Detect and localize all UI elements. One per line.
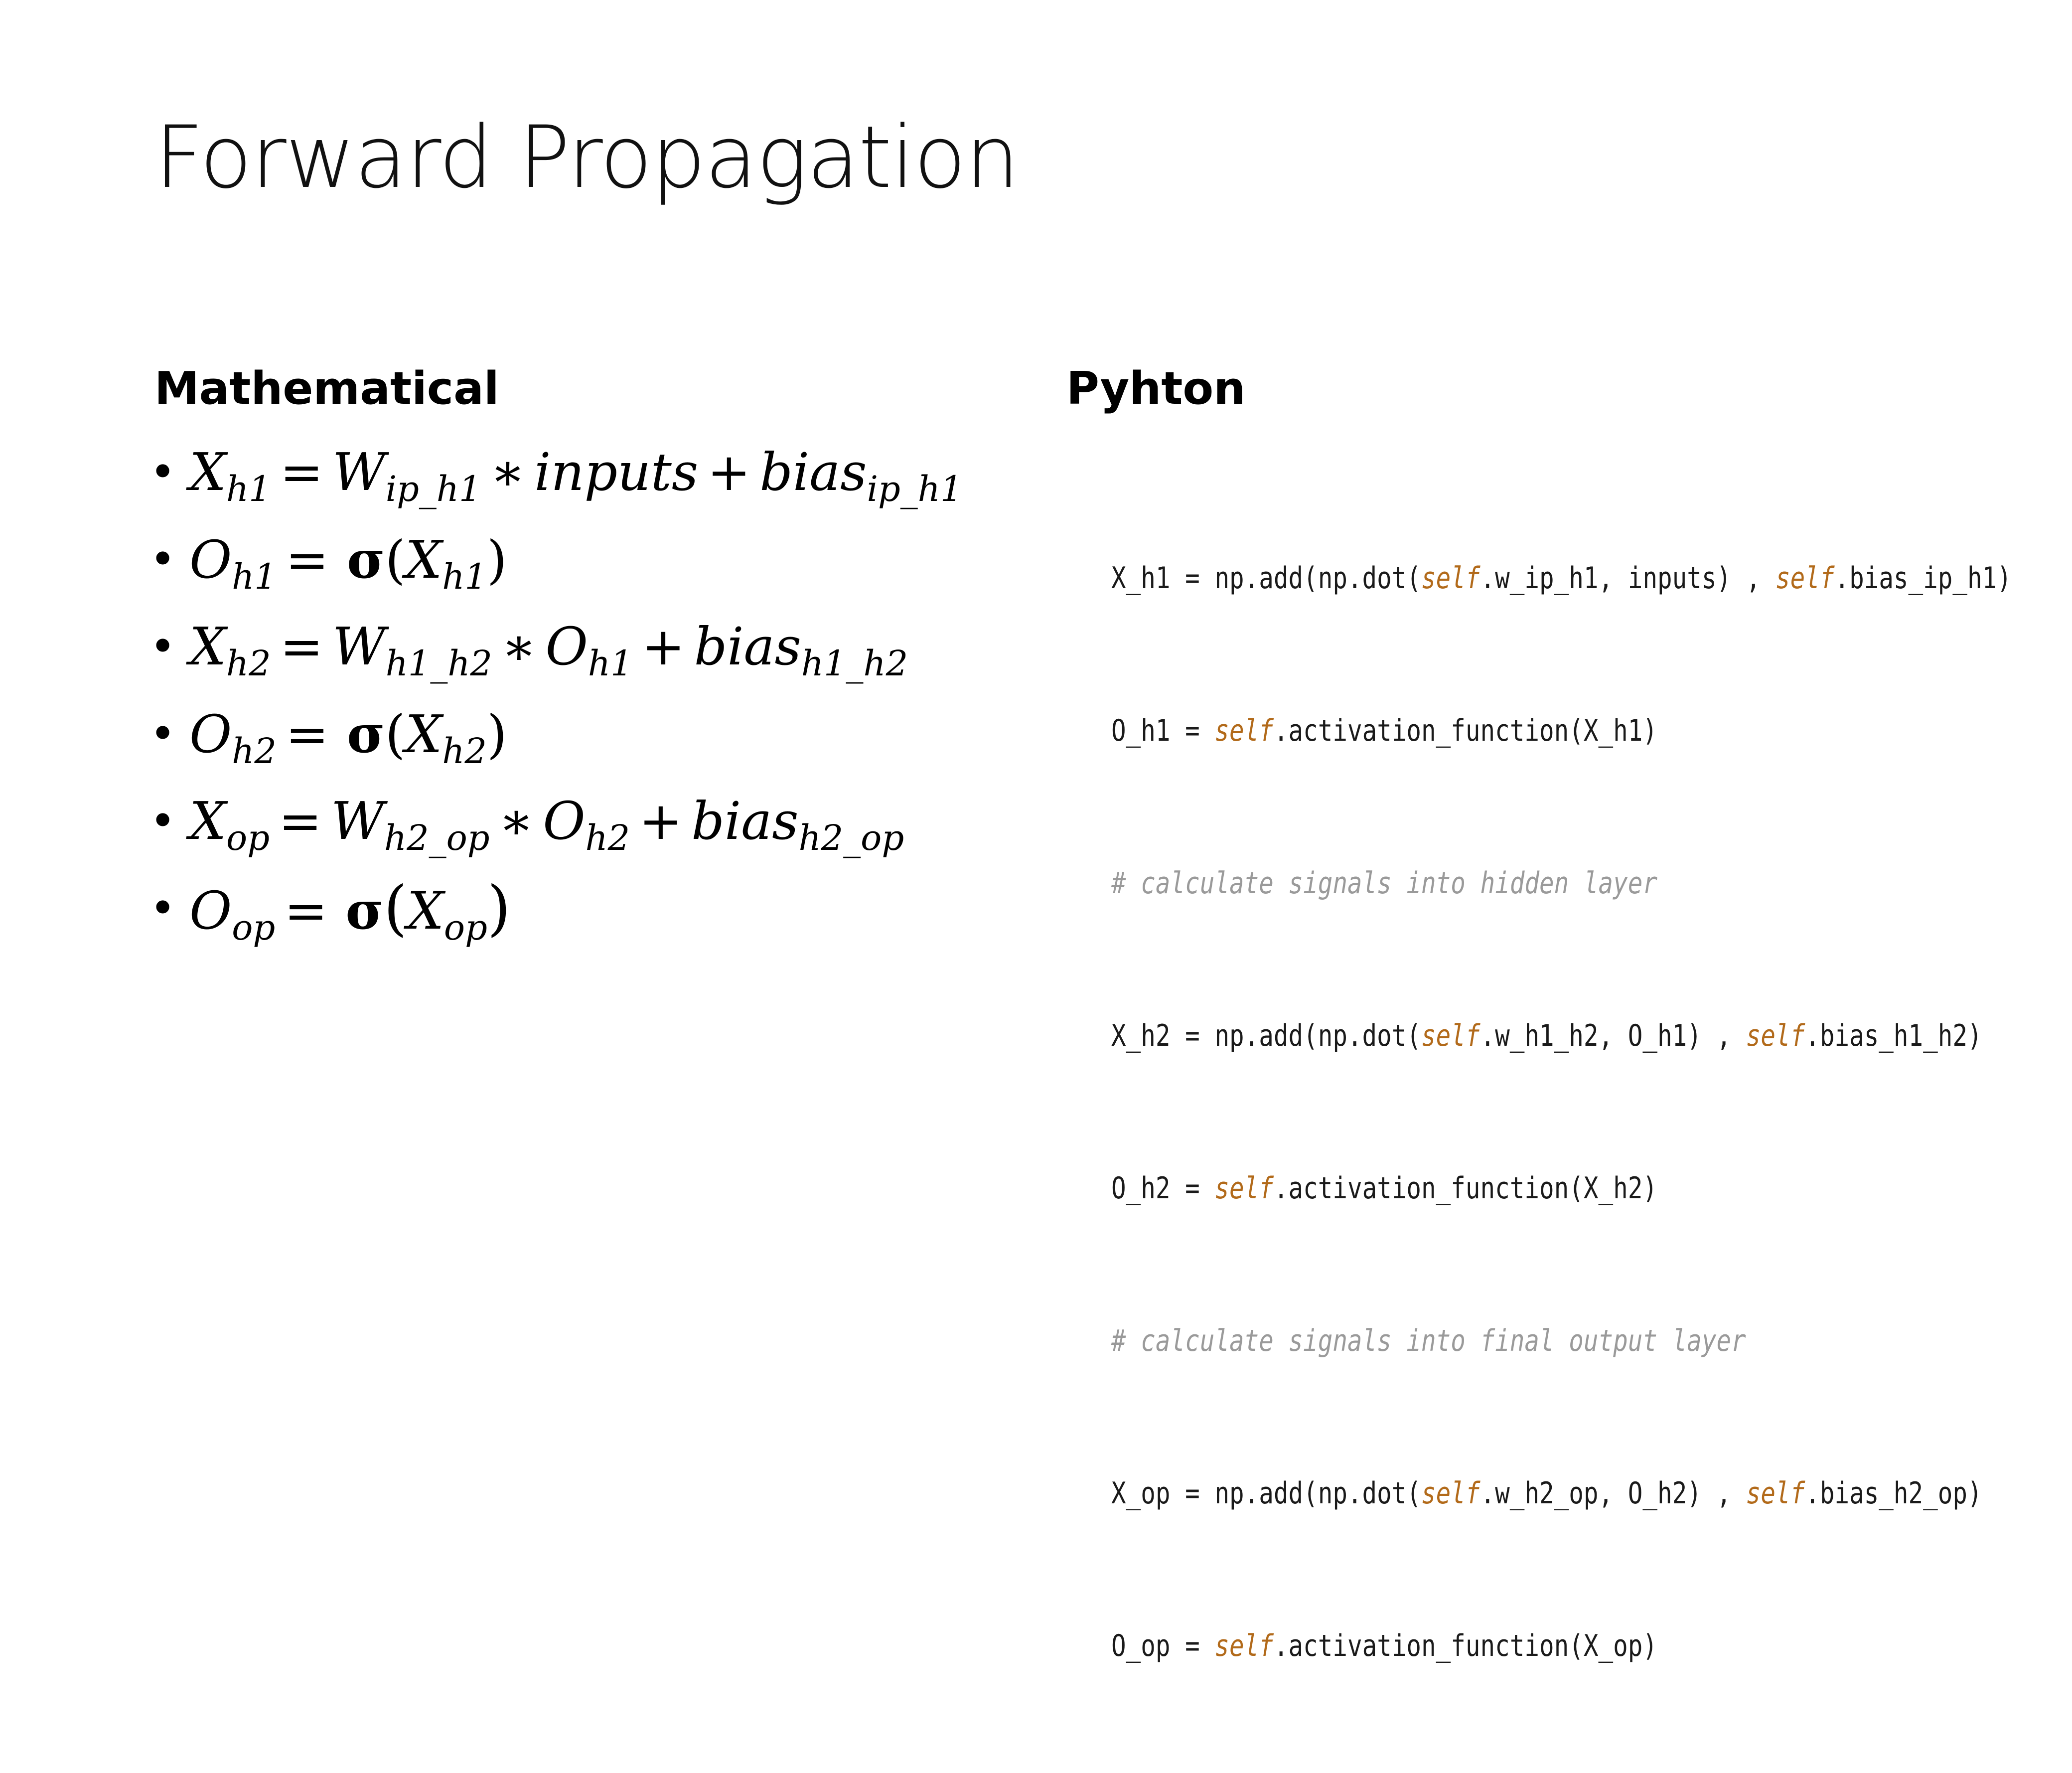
equation: Xh1=Wip_h1∗inputs+biasip_h1 <box>189 442 963 509</box>
bullet-icon: • <box>149 533 176 586</box>
code-block: X_h1 = np.add(np.dot(self.w_ip_h1, input… <box>1111 451 2012 1773</box>
bullet-icon: • <box>149 882 176 935</box>
equation-list: •Xh1=Wip_h1∗inputs+biasip_h1 •Oh1=σ(Xh1)… <box>149 429 962 952</box>
python-heading: Pyhton <box>1066 362 1246 415</box>
equation-item: •Oh1=σ(Xh1) <box>149 516 962 603</box>
equation-item: •Xop=Wh2_op∗Oh2+biash2_op <box>149 778 962 865</box>
code-line: X_h1 = np.add(np.dot(self.w_ip_h1, input… <box>1111 561 2012 596</box>
equation: Xop=Wh2_op∗Oh2+biash2_op <box>189 791 904 858</box>
equation: Xh2=Wh1_h2∗Oh1+biash1_h2 <box>189 616 908 684</box>
bullet-icon: • <box>149 795 176 847</box>
math-heading: Mathematical <box>154 362 499 415</box>
bullet-icon: • <box>149 446 176 498</box>
equation: Oop=σ(Xop) <box>189 874 511 948</box>
equation-item: •Xh2=Wh1_h2∗Oh1+biash1_h2 <box>149 603 962 690</box>
equation-item: •Xh1=Wip_h1∗inputs+biasip_h1 <box>149 429 962 516</box>
code-comment: # calculate signals into final output la… <box>1111 1323 1746 1358</box>
equation-item: •Oop=σ(Xop) <box>149 865 962 952</box>
code-comment: # calculate signals into hidden layer <box>1111 866 1657 901</box>
bullet-icon: • <box>149 708 176 760</box>
code-line: O_op = self.activation_function(X_op) <box>1111 1628 1657 1663</box>
equation: Oh2=σ(Xh2) <box>189 703 507 772</box>
equation-item: •Oh2=σ(Xh2) <box>149 690 962 778</box>
code-line: X_h2 = np.add(np.dot(self.w_h1_h2, O_h1)… <box>1111 1018 1982 1053</box>
slide: Forward Propagation Mathematical Pyhton … <box>149 107 2012 1663</box>
code-line: X_op = np.add(np.dot(self.w_h2_op, O_h2)… <box>1111 1476 1982 1511</box>
slide-title: Forward Propagation <box>154 107 1020 207</box>
code-line: O_h1 = self.activation_function(X_h1) <box>1111 713 1657 748</box>
equation: Oh1=σ(Xh1) <box>189 529 507 597</box>
bullet-icon: • <box>149 621 176 673</box>
code-line: O_h2 = self.activation_function(X_h2) <box>1111 1171 1657 1206</box>
